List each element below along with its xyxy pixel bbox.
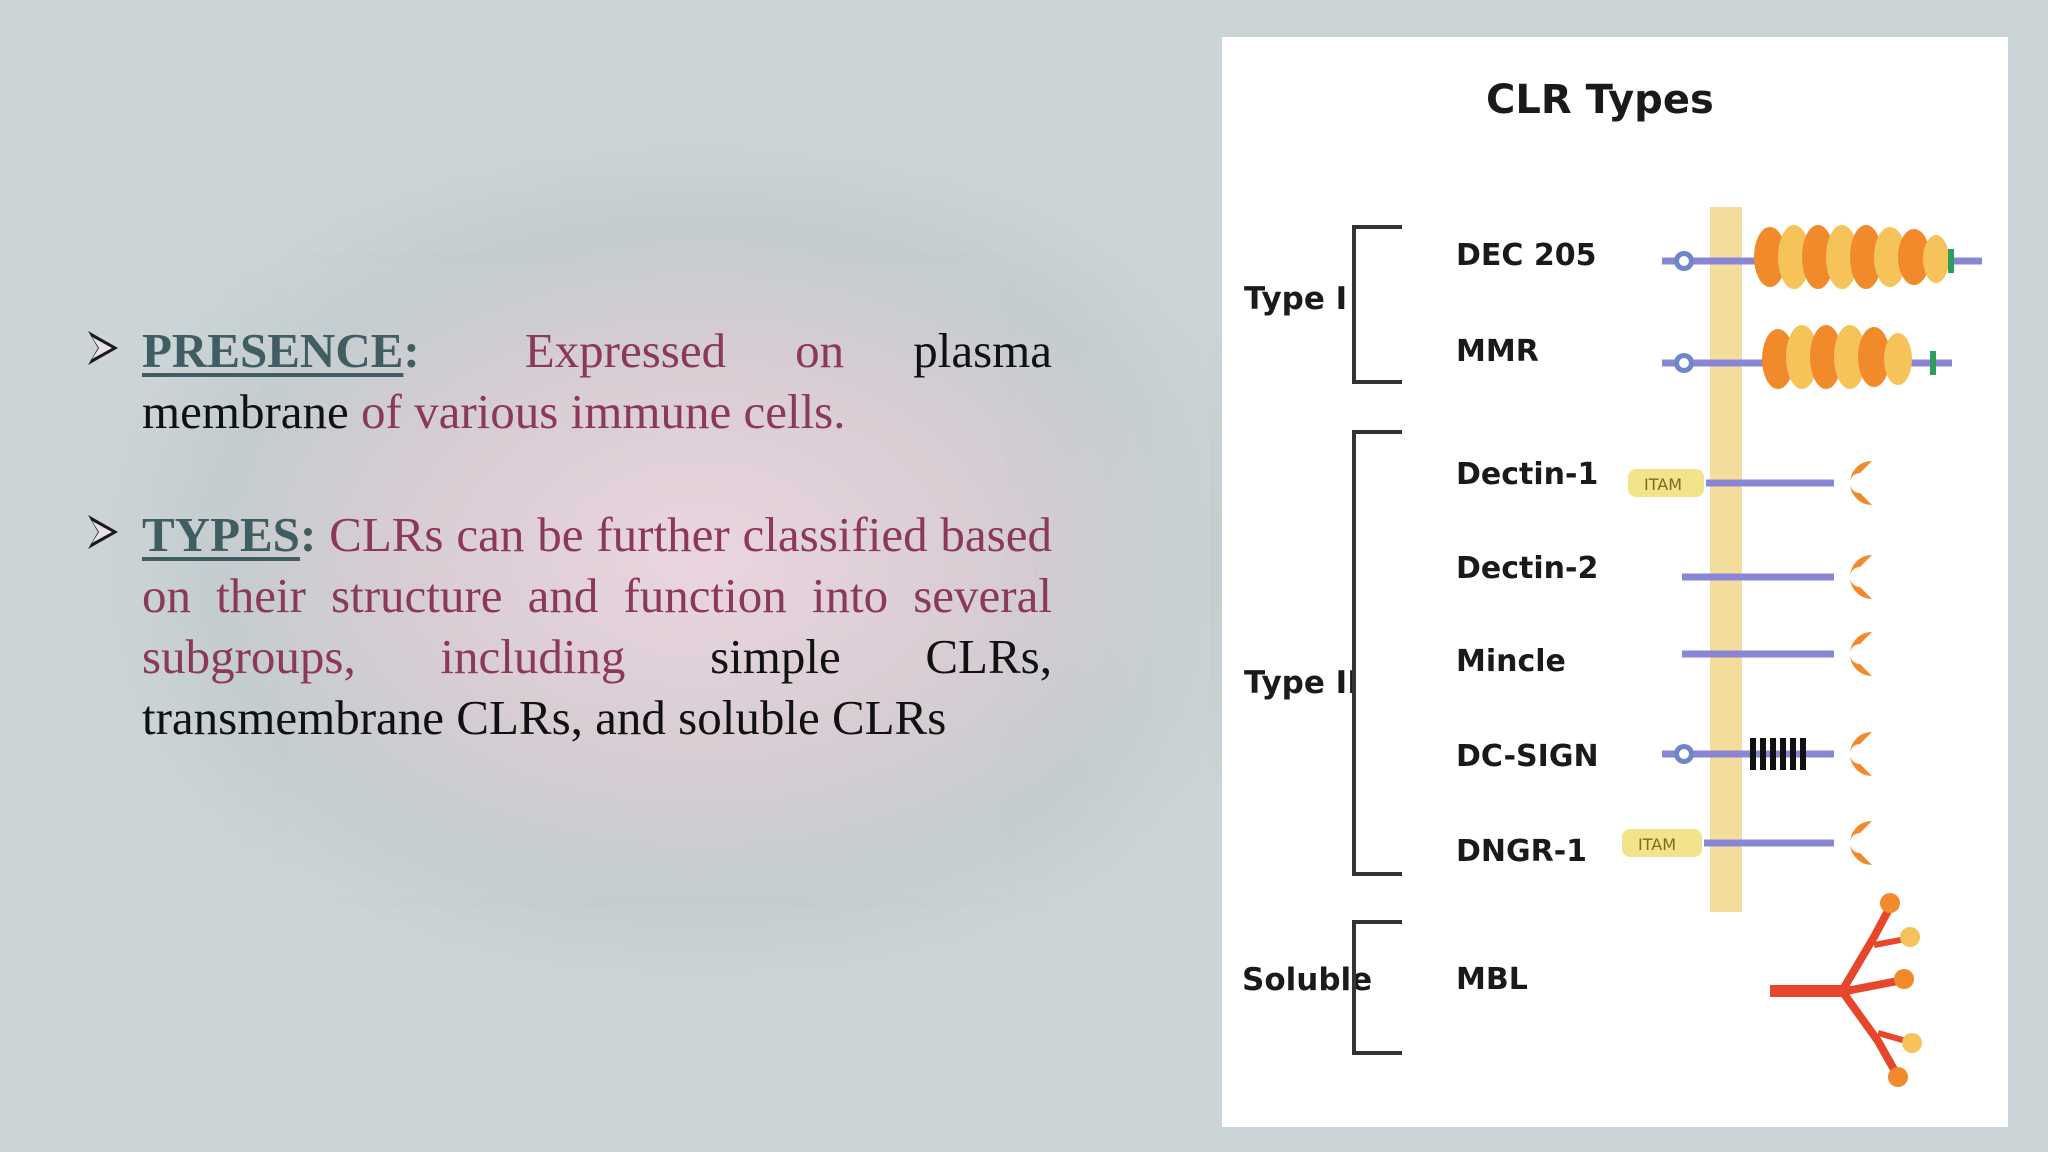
arrow-bullet-icon (88, 331, 118, 365)
figure-title: CLR Types (1486, 77, 1714, 123)
bracket-soluble (1352, 920, 1402, 1055)
types-text-2: simple CLRs, transmembrane CLRs, and sol… (142, 629, 1052, 745)
mincle-receptor-icon (1682, 632, 1872, 676)
types-colon: : (299, 507, 317, 562)
itam-label-dngr-1: ITAM (1638, 835, 1676, 854)
group-label-soluble: Soluble (1242, 962, 1372, 998)
receptor-label-mincle: Mincle (1456, 644, 1566, 679)
bracket-type-2 (1352, 430, 1402, 876)
dectin-2-receptor-icon (1682, 555, 1872, 599)
receptor-label-mmr: MMR (1456, 334, 1539, 369)
receptor-label-dec205: DEC 205 (1456, 238, 1596, 273)
receptor-label-dngr-1: DNGR-1 (1456, 834, 1587, 869)
clr-diagram: CLR Types Type I Type II Soluble DEC 205… (1242, 77, 1982, 1087)
bullet-list: PRESENCE: Expressed on plasma membrane of… (86, 320, 1052, 748)
group-label-type-1: Type I (1244, 281, 1347, 317)
mmr-receptor-icon (1662, 325, 1952, 389)
receptor-label-mbl: MBL (1456, 962, 1528, 997)
dc-sign-receptor-icon (1662, 732, 1872, 776)
arrow-bullet-icon (88, 515, 118, 549)
bracket-type-1 (1352, 225, 1402, 384)
itam-label-dectin-1: ITAM (1644, 475, 1682, 494)
receptor-label-dectin-2: Dectin-2 (1456, 551, 1598, 586)
dngr-1-receptor-icon: ITAM (1622, 821, 1872, 865)
receptor-label-dectin-1: Dectin-1 (1456, 457, 1598, 492)
bullet-presence: PRESENCE: Expressed on plasma membrane of… (86, 320, 1052, 442)
mbl-receptor-icon (1770, 893, 1922, 1087)
presence-text-3: of various immune cells. (361, 384, 846, 439)
presence-colon: : (403, 323, 420, 378)
presence-text-1: Expressed on (524, 323, 845, 378)
presence-label: PRESENCE (142, 323, 404, 378)
types-label: TYPES (142, 507, 300, 562)
types-text-1: CLRs can be further classified based on … (142, 507, 1052, 684)
presence-text-2: plasma membrane (142, 323, 1052, 439)
bullet-types: TYPES: CLRs can be further classified ba… (86, 504, 1052, 748)
receptor-label-dc-sign: DC-SIGN (1456, 739, 1599, 774)
membrane-band (1710, 207, 1742, 912)
group-label-type-2: Type II (1244, 665, 1359, 701)
dec205-receptor-icon (1662, 225, 1982, 289)
clr-types-figure: CLR Types Type I Type II Soluble DEC 205… (1222, 37, 2008, 1127)
dectin-1-receptor-icon: ITAM (1628, 461, 1872, 505)
